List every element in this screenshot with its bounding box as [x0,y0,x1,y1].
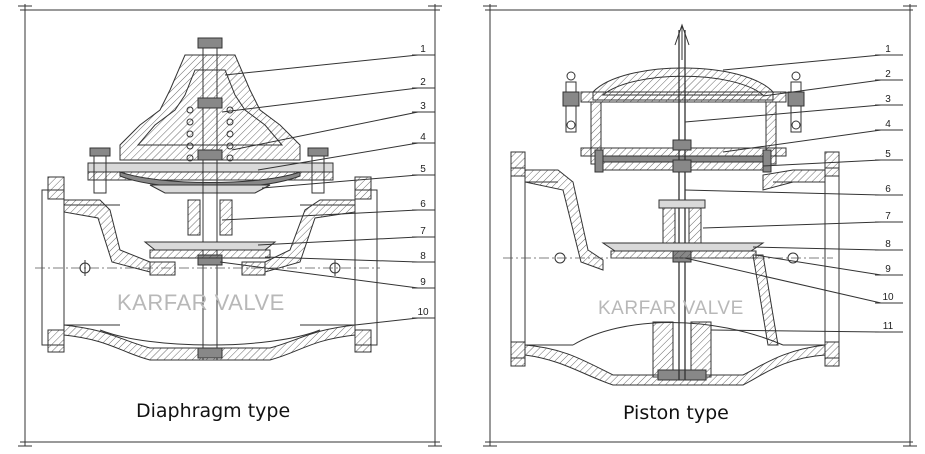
callout-numbers: 1 2 3 4 5 6 7 8 9 10 11 [882,44,894,332]
caption-piston-type: Piston type [623,402,729,424]
callout-7: 7 [420,226,426,237]
callout-10: 10 [417,307,429,318]
callout-3: 3 [885,94,891,105]
callout-4: 4 [420,132,426,143]
callout-6: 6 [885,184,891,195]
callout-1: 1 [420,44,426,55]
callout-1: 1 [885,44,891,55]
watermark: KARFAR VALVE [117,290,285,315]
callout-10: 10 [882,292,894,303]
panel-frame [483,4,917,447]
callout-numbers: 1 2 3 4 5 6 7 8 9 10 [417,44,429,318]
callout-2: 2 [420,77,426,88]
callout-5: 5 [885,149,891,160]
callout-8: 8 [420,251,426,262]
spring [186,106,234,162]
callout-5: 5 [420,164,426,175]
callout-6: 6 [420,199,426,210]
valve-stem [187,37,233,361]
valve-body [510,151,840,386]
leader-lines [219,54,435,326]
valve-disc [143,241,277,259]
callout-11: 11 [883,321,894,332]
callout-8: 8 [885,239,891,250]
callout-4: 4 [885,119,891,130]
leader-lines [684,54,903,333]
watermark: KARFAR VALVE [598,298,744,319]
piston-valve-drawing: 1 2 3 4 5 6 7 8 9 10 11 [483,4,917,447]
panel-frame [18,4,442,447]
callout-7: 7 [885,211,891,222]
caption-diaphragm-type: Diaphragm type [136,400,291,422]
valve-disc [601,242,765,259]
callout-3: 3 [420,101,426,112]
callout-9: 9 [885,264,891,275]
cylinder-cover [562,67,805,173]
valve-body [41,176,378,361]
center-line [35,260,380,276]
callout-2: 2 [885,69,891,80]
callout-9: 9 [420,277,426,288]
bonnet-cover [87,54,334,194]
center-line [503,252,833,264]
diaphragm [119,171,301,194]
piston-valve-panel: 1 2 3 4 5 6 7 8 9 10 11 KARFAR VALVE Pis… [463,0,925,454]
diaphragm-valve-panel: 1 2 3 4 5 6 7 8 9 10 KARFAR VALVE Diaphr… [0,0,462,454]
diaphragm-valve-drawing: 1 2 3 4 5 6 7 8 9 10 [18,4,442,447]
